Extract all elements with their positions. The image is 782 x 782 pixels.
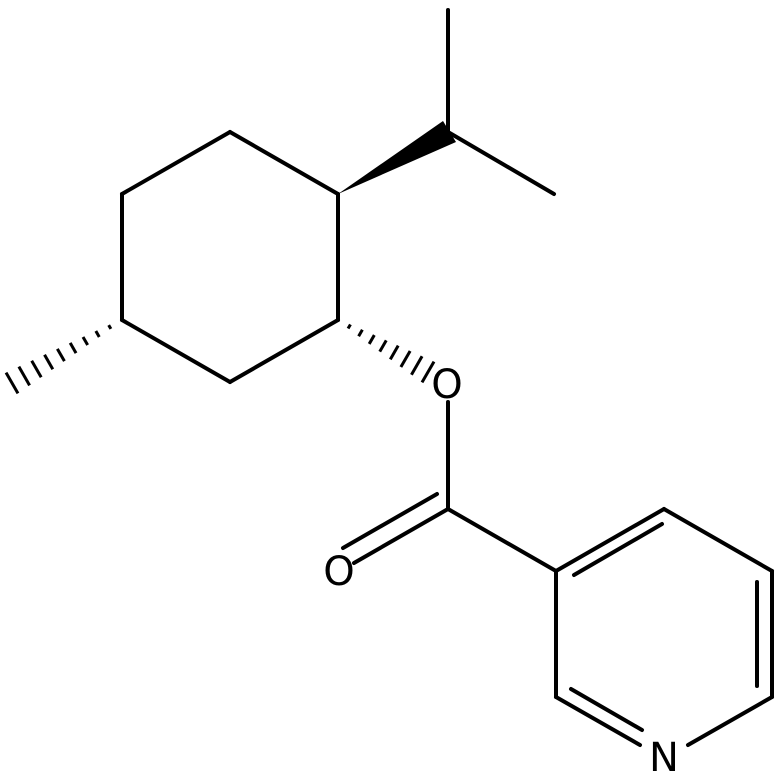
pyridine-bond-n-c2-inner xyxy=(569,687,644,732)
hash-stroke xyxy=(410,355,424,376)
hash-stroke xyxy=(336,318,340,322)
pyridine-bond-c6-n xyxy=(686,695,774,747)
pyridine-nitrogen-label: N xyxy=(649,735,679,781)
carbonyl-double-bond-inner xyxy=(341,492,439,550)
hash-stroke xyxy=(120,318,124,322)
hash-stroke xyxy=(107,324,113,330)
wedge-bond-isopropyl xyxy=(338,121,456,194)
cyclohexane-ring xyxy=(120,130,340,384)
ester-oxygen-label: O xyxy=(431,362,462,408)
ring-bond-c4-c5 xyxy=(120,318,232,384)
hash-stroke xyxy=(17,365,31,387)
hashed-bond-ester-oxygen xyxy=(336,318,436,384)
ring-bond-c1-c2 xyxy=(228,130,340,196)
hash-stroke xyxy=(346,323,352,330)
hash-stroke xyxy=(399,350,412,368)
hash-stroke xyxy=(68,342,78,354)
hash-stroke xyxy=(367,334,376,345)
isopropyl-group xyxy=(338,8,556,196)
ring-bond-c2-c3 xyxy=(120,130,232,196)
hash-stroke xyxy=(30,359,43,379)
pyridine-bond-c4-c5 xyxy=(662,507,774,573)
hash-stroke xyxy=(420,360,436,384)
hash-stroke xyxy=(94,330,101,338)
hash-stroke xyxy=(357,329,364,337)
hashed-bond-methyl xyxy=(4,318,124,395)
hash-stroke xyxy=(43,354,55,370)
carbonyl-double-bond-outer xyxy=(352,507,450,565)
ring-bond-c5-c6 xyxy=(228,318,340,384)
hash-stroke xyxy=(56,348,66,362)
pyridine-bond-n-c2 xyxy=(554,695,642,747)
hash-stroke xyxy=(389,344,400,361)
pyridine-bond-c3-c4-inner xyxy=(572,522,664,577)
ester-linkage xyxy=(341,400,558,573)
hash-stroke xyxy=(378,339,388,353)
carbonyl-c-to-ring-bond xyxy=(446,507,558,573)
carbonyl-oxygen-label: O xyxy=(323,549,354,595)
hash-stroke xyxy=(81,336,89,346)
pyridine-bond-c3-c4 xyxy=(554,507,666,573)
hash-stroke xyxy=(4,371,20,395)
isopropyl-right-methyl-bond xyxy=(446,130,556,196)
pyridine-ring xyxy=(554,507,774,747)
